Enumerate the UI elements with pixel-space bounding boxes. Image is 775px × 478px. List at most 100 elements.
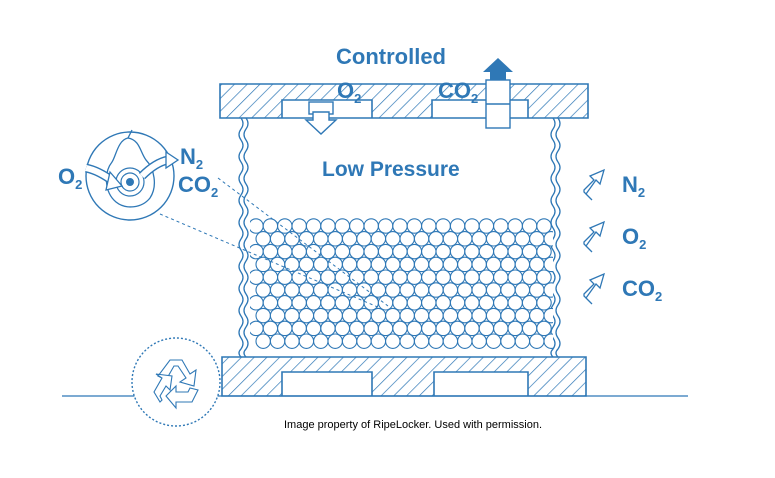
- produce-item: [356, 231, 372, 247]
- produce-item: [442, 333, 459, 349]
- produce-item: [356, 256, 372, 273]
- produce-item: [529, 282, 545, 298]
- produce-item: [341, 256, 358, 273]
- produce-item: [255, 333, 271, 349]
- produce-item: [421, 295, 437, 311]
- produce-item: [521, 243, 538, 260]
- produce-item: [377, 295, 394, 311]
- produce-item: [313, 307, 329, 324]
- produce-item: [262, 243, 279, 260]
- produce-item: [500, 333, 516, 349]
- produce-item: [500, 256, 516, 273]
- produce-item: [291, 320, 307, 337]
- produce-item: [413, 282, 430, 298]
- produce-item: [349, 218, 365, 234]
- produce-item: [471, 282, 487, 298]
- produce-item: [377, 320, 394, 337]
- produce-item: [377, 269, 394, 285]
- produce-item: [478, 320, 495, 337]
- produce-item: [349, 269, 365, 285]
- produce-item: [521, 269, 538, 285]
- produce-item: [341, 231, 358, 247]
- produce-item: [392, 269, 408, 285]
- produce-item: [269, 333, 286, 349]
- produce-item: [363, 320, 379, 337]
- top-o2-label: O2: [337, 78, 361, 106]
- side-gas-label: O2: [622, 224, 646, 252]
- recycle-icon: [131, 337, 221, 427]
- produce-item: [406, 243, 423, 260]
- produce-item: [320, 243, 336, 260]
- produce-item: [413, 256, 430, 273]
- magnifier-line-bottom: [159, 213, 381, 309]
- produce-item: [377, 243, 394, 260]
- produce-item: [521, 295, 538, 311]
- produce-item: [543, 256, 553, 273]
- produce-item: [507, 269, 523, 285]
- produce-item: [413, 231, 430, 247]
- produce-item: [399, 282, 415, 298]
- produce-item: [320, 269, 336, 285]
- produce-item: [521, 320, 538, 337]
- produce-item: [262, 269, 279, 285]
- gas-arrow-icon: [583, 168, 606, 201]
- produce-item: [543, 231, 553, 247]
- produce-item: [284, 307, 300, 324]
- produce-item: [305, 269, 322, 285]
- container-lid: [219, 83, 589, 119]
- produce-item: [269, 282, 286, 298]
- produce-item: [500, 307, 516, 324]
- produce-item: [385, 282, 401, 298]
- produce-item: [471, 256, 487, 273]
- produce-item: [320, 295, 336, 311]
- produce-item: [449, 243, 466, 260]
- produce-item: [529, 231, 545, 247]
- produce-item: [457, 256, 473, 273]
- produce-item: [457, 307, 473, 324]
- produce-item: [471, 333, 487, 349]
- produce-item: [377, 218, 394, 234]
- produce-item: [485, 282, 502, 298]
- produce-item: [298, 256, 315, 273]
- flexible-wall-left: [238, 117, 249, 358]
- produce-item: [370, 307, 387, 324]
- produce-item: [493, 243, 509, 260]
- produce-item: [334, 218, 351, 234]
- produce-item: [305, 218, 322, 234]
- low-pressure-label: Low Pressure: [322, 158, 460, 181]
- produce-item: [500, 231, 516, 247]
- top-co2-label: CO2: [438, 78, 478, 106]
- left-o2-label: O2: [58, 164, 82, 192]
- produce-item: [356, 282, 372, 298]
- produce-item: [536, 320, 552, 337]
- produce-item: [457, 231, 473, 247]
- produce-item: [421, 243, 437, 260]
- produce-item: [284, 333, 300, 349]
- produce-item: [356, 307, 372, 324]
- produce-item: [442, 282, 459, 298]
- produce-item: [493, 320, 509, 337]
- produce-item: [464, 269, 480, 285]
- produce-item: [385, 307, 401, 324]
- produce-item: [485, 231, 502, 247]
- magnifier-co2-label: CO2: [178, 172, 218, 200]
- produce-item: [529, 256, 545, 273]
- produce-item: [313, 256, 329, 273]
- produce-item: [428, 307, 444, 324]
- produce-item: [341, 307, 358, 324]
- produce-item: [399, 231, 415, 247]
- produce-item: [493, 269, 509, 285]
- produce-item: [334, 295, 351, 311]
- produce-item: [471, 307, 487, 324]
- produce-item: [250, 218, 264, 234]
- produce-item: [543, 307, 553, 324]
- produce-item: [327, 231, 343, 247]
- produce-item: [514, 282, 531, 298]
- produce-item: [255, 307, 271, 324]
- produce-item: [250, 295, 264, 311]
- produce-item: [413, 333, 430, 349]
- produce-item: [269, 231, 286, 247]
- produce-item: [262, 320, 279, 337]
- produce-item: [428, 231, 444, 247]
